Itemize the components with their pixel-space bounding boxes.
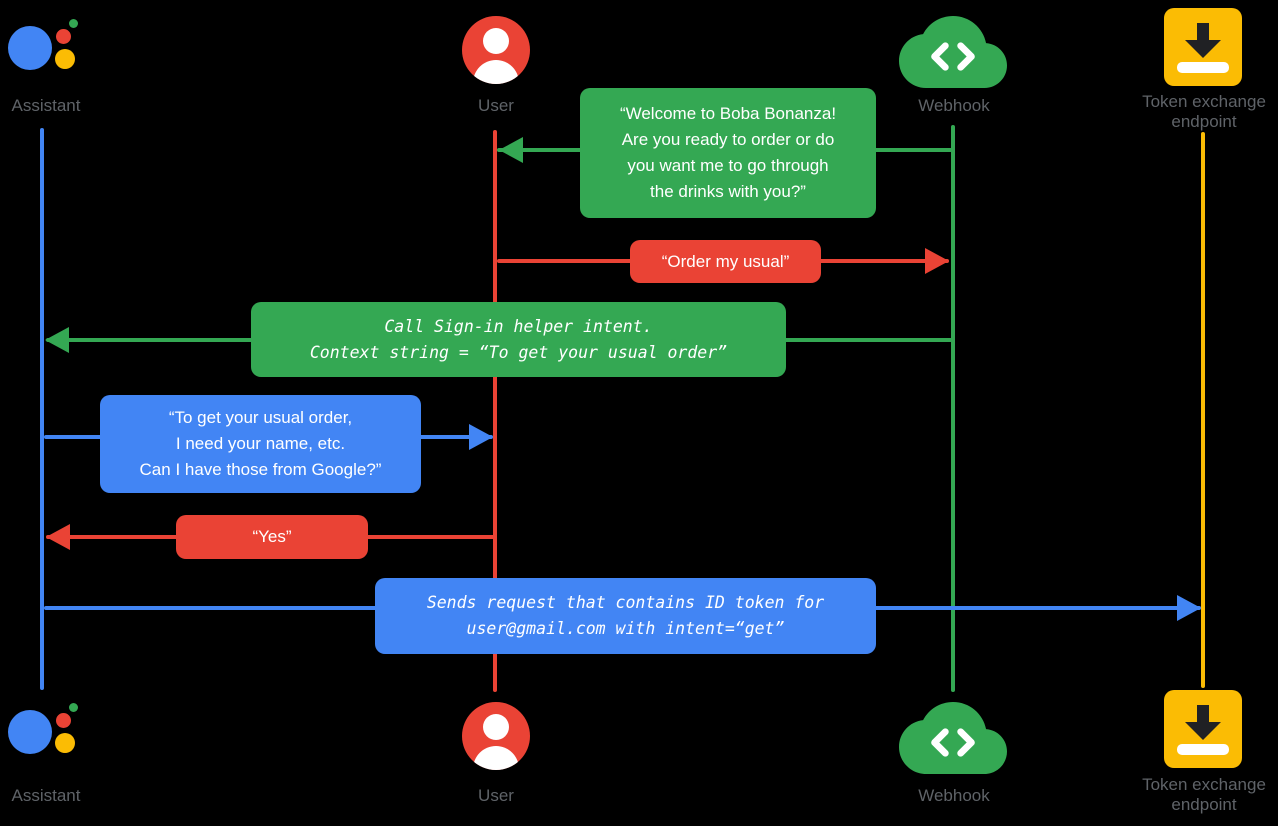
- inbox-tray-icon: [1177, 744, 1229, 755]
- google-assistant-icon: [6, 692, 86, 772]
- message-signin-helper: Call Sign-in helper intent. Context stri…: [251, 302, 786, 377]
- webhook-cloud-icon: [899, 16, 1007, 88]
- webhook-cloud-icon: [899, 702, 1007, 774]
- token-exchange-endpoint-icon: [1164, 690, 1242, 768]
- user-icon: [462, 16, 530, 84]
- token-label-bottom: Token exchange endpoint: [1142, 775, 1266, 814]
- webhook-label-top: Webhook: [918, 96, 990, 115]
- token-label-top: Token exchange endpoint: [1142, 92, 1266, 131]
- user-shoulders-icon: [473, 60, 519, 84]
- assistant-blue-dot-icon: [8, 710, 52, 754]
- arrowhead-right-icon: [1177, 595, 1201, 621]
- message-order: “Order my usual”: [630, 240, 821, 283]
- message-send-token: Sends request that contains ID token for…: [375, 578, 876, 654]
- user-head-icon: [483, 28, 509, 54]
- webhook-label-bottom: Webhook: [918, 786, 990, 805]
- assistant-blue-dot-icon: [8, 26, 52, 70]
- download-arrow-head-icon: [1185, 722, 1221, 740]
- assistant-green-dot-icon: [69, 703, 78, 712]
- message-yes: “Yes”: [176, 515, 368, 559]
- token-endpoint-lifeline: [1201, 132, 1205, 688]
- google-assistant-icon: [6, 8, 86, 88]
- arrowhead-right-icon: [925, 248, 949, 274]
- assistant-label-top: Assistant: [11, 96, 81, 115]
- assistant-red-dot-icon: [56, 29, 71, 44]
- assistant-yellow-dot-icon: [55, 49, 75, 69]
- user-shoulders-icon: [473, 746, 519, 770]
- download-arrow-stem-icon: [1197, 705, 1209, 722]
- assistant-yellow-dot-icon: [55, 733, 75, 753]
- arrowhead-left-icon: [499, 137, 523, 163]
- message-welcome: “Welcome to Boba Bonanza! Are you ready …: [580, 88, 876, 218]
- webhook-lifeline: [951, 125, 955, 692]
- message-need-info: “To get your usual order, I need your na…: [100, 395, 421, 493]
- arrowhead-left-icon: [45, 327, 69, 353]
- user-icon: [462, 702, 530, 770]
- assistant-label-bottom: Assistant: [11, 786, 81, 805]
- download-arrow-stem-icon: [1197, 23, 1209, 40]
- user-label-top: User: [478, 96, 514, 115]
- token-exchange-endpoint-icon: [1164, 8, 1242, 86]
- user-head-icon: [483, 714, 509, 740]
- inbox-tray-icon: [1177, 62, 1229, 73]
- arrowhead-right-icon: [469, 424, 493, 450]
- user-lifeline: [493, 130, 497, 692]
- assistant-green-dot-icon: [69, 19, 78, 28]
- arrowhead-left-icon: [46, 524, 70, 550]
- download-arrow-head-icon: [1185, 40, 1221, 58]
- assistant-lifeline: [40, 128, 44, 690]
- assistant-red-dot-icon: [56, 713, 71, 728]
- user-label-bottom: User: [478, 786, 514, 805]
